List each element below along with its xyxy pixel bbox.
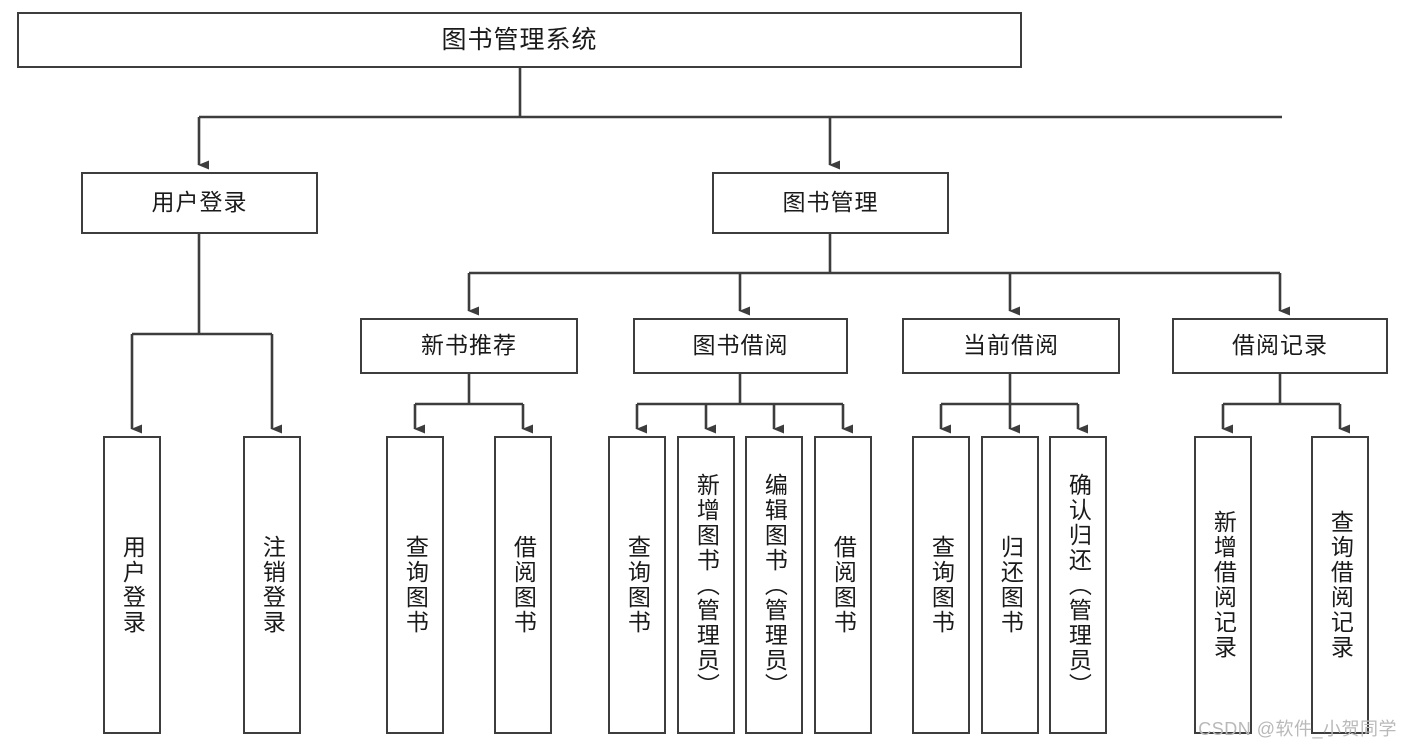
leaf-current-borrow-query[interactable]: 查询图书 xyxy=(912,436,970,734)
leaf-new-book-borrow[interactable]: 借阅图书 xyxy=(494,436,552,734)
node-book-borrow[interactable]: 图书借阅 xyxy=(633,318,848,374)
node-user-login-label: 用户登录 xyxy=(151,189,248,216)
leaf-book-borrow-add[interactable]: 新增图书（管理员） xyxy=(677,436,735,734)
leaf-book-borrow-borrow[interactable]: 借阅图书 xyxy=(814,436,872,734)
leaf-borrow-record-add-label: 新增借阅记录 xyxy=(1210,510,1237,660)
leaf-new-book-query-label: 查询图书 xyxy=(402,535,429,635)
node-current-borrow-label: 当前借阅 xyxy=(963,332,1059,359)
node-user-login[interactable]: 用户登录 xyxy=(81,172,318,234)
leaf-borrow-record-query[interactable]: 查询借阅记录 xyxy=(1311,436,1369,734)
leaf-current-borrow-return[interactable]: 归还图书 xyxy=(981,436,1039,734)
leaf-new-book-query[interactable]: 查询图书 xyxy=(386,436,444,734)
leaf-book-borrow-query-label: 查询图书 xyxy=(624,535,651,635)
node-borrow-record-label: 借阅记录 xyxy=(1232,332,1328,359)
node-current-borrow[interactable]: 当前借阅 xyxy=(902,318,1120,374)
node-new-book-recommend[interactable]: 新书推荐 xyxy=(360,318,578,374)
leaf-book-borrow-borrow-label: 借阅图书 xyxy=(830,535,857,635)
leaf-user-login-login-label: 用户登录 xyxy=(119,535,146,635)
leaf-book-borrow-query[interactable]: 查询图书 xyxy=(608,436,666,734)
leaf-user-login-logout[interactable]: 注销登录 xyxy=(243,436,301,734)
leaf-current-borrow-confirm[interactable]: 确认归还（管理员） xyxy=(1049,436,1107,734)
leaf-borrow-record-add[interactable]: 新增借阅记录 xyxy=(1194,436,1252,734)
leaf-current-borrow-return-label: 归还图书 xyxy=(997,535,1024,635)
leaf-book-borrow-edit[interactable]: 编辑图书（管理员） xyxy=(745,436,803,734)
watermark-text: CSDN @软件_小贺同学 xyxy=(1198,719,1397,739)
leaf-user-login-login[interactable]: 用户登录 xyxy=(103,436,161,734)
leaf-book-borrow-add-label: 新增图书（管理员） xyxy=(693,472,720,698)
node-borrow-record[interactable]: 借阅记录 xyxy=(1172,318,1388,374)
leaf-user-login-logout-label: 注销登录 xyxy=(259,535,286,635)
node-root-system-label: 图书管理系统 xyxy=(441,26,598,54)
node-new-book-recommend-label: 新书推荐 xyxy=(421,332,517,359)
leaf-book-borrow-edit-label: 编辑图书（管理员） xyxy=(761,472,788,698)
leaf-current-borrow-query-label: 查询图书 xyxy=(928,535,955,635)
node-book-manage[interactable]: 图书管理 xyxy=(712,172,949,234)
leaf-current-borrow-confirm-label: 确认归还（管理员） xyxy=(1065,472,1092,698)
node-root-system[interactable]: 图书管理系统 xyxy=(17,12,1022,68)
node-book-borrow-label: 图书借阅 xyxy=(692,332,789,359)
node-book-manage-label: 图书管理 xyxy=(782,189,879,216)
leaf-new-book-borrow-label: 借阅图书 xyxy=(510,535,537,635)
leaf-borrow-record-query-label: 查询借阅记录 xyxy=(1327,510,1354,660)
